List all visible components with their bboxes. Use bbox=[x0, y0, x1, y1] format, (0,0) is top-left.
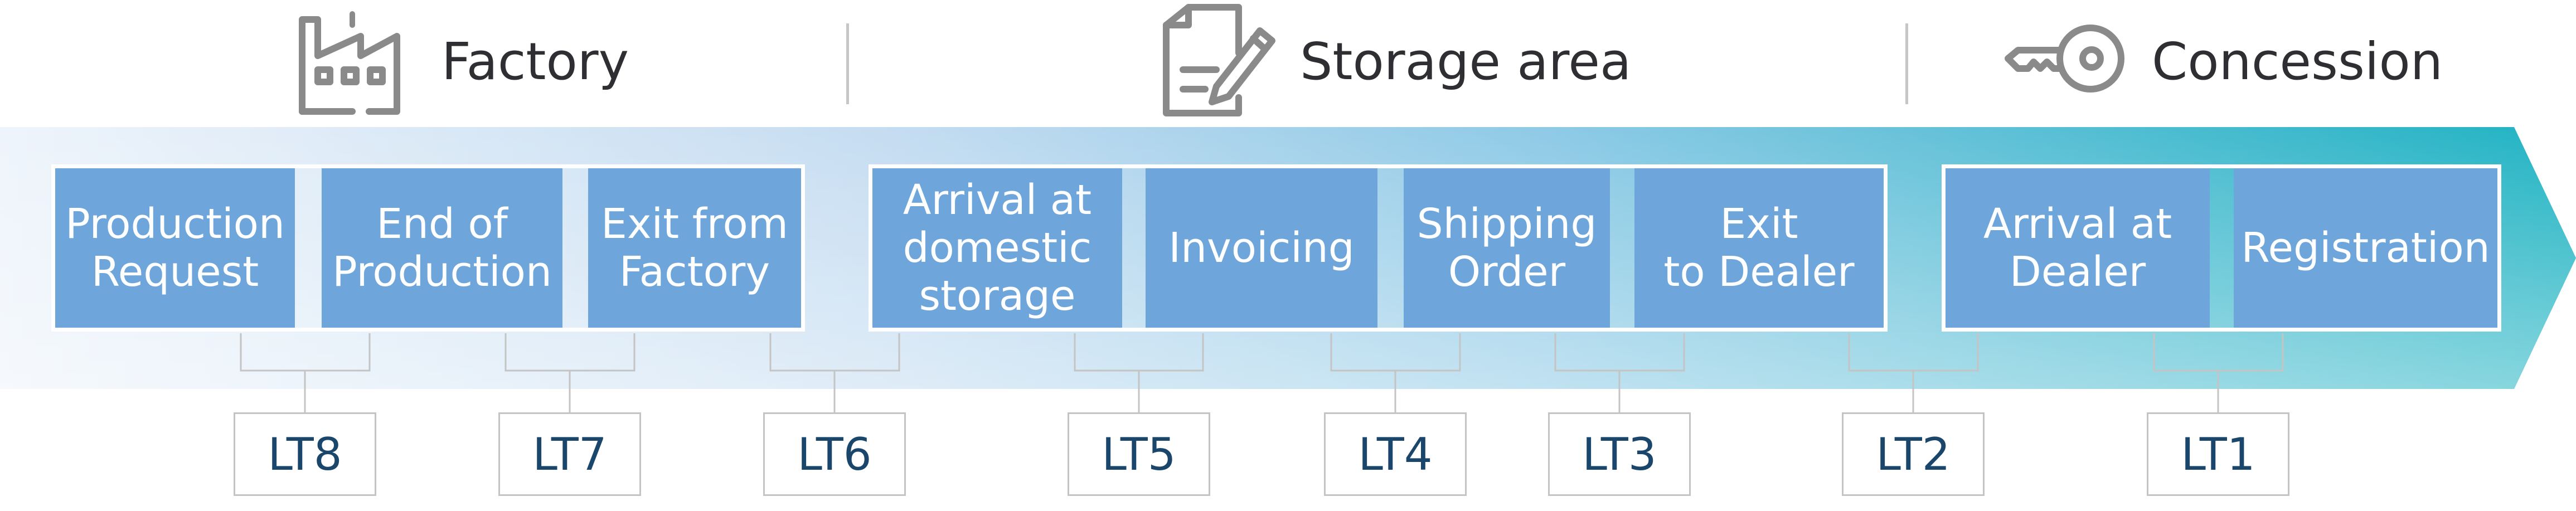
lead-time-label: LT7 bbox=[532, 428, 607, 480]
lead-time-label: LT1 bbox=[2181, 428, 2255, 480]
lead-time-label: LT3 bbox=[1582, 428, 1657, 480]
factory-icon bbox=[299, 11, 400, 115]
lead-time-box-lt2: LT2 bbox=[1842, 412, 1985, 496]
step-production-request: Production Request bbox=[55, 168, 295, 328]
clipboard-pen-icon bbox=[1163, 4, 1275, 116]
car-key-icon bbox=[2005, 25, 2124, 93]
step-label: Production Request bbox=[65, 200, 285, 296]
header-factory: Factory bbox=[291, 0, 629, 123]
step-label: Exit to Dealer bbox=[1663, 200, 1855, 296]
lead-time-box-lt5: LT5 bbox=[1068, 412, 1210, 496]
lead-time-box-lt8: LT8 bbox=[234, 412, 376, 496]
lead-time-box-lt7: LT7 bbox=[498, 412, 641, 496]
header-storage-area: Storage area bbox=[1149, 0, 1631, 123]
header-divider bbox=[846, 23, 849, 104]
header-divider bbox=[1905, 23, 1908, 104]
step-shipping-order: Shipping Order bbox=[1404, 168, 1610, 328]
header-label: Storage area bbox=[1300, 31, 1632, 91]
header-concession: Concession bbox=[2001, 0, 2443, 123]
lead-time-label: LT2 bbox=[1876, 428, 1951, 480]
lead-time-box-lt6: LT6 bbox=[763, 412, 906, 496]
group-factory bbox=[51, 164, 805, 332]
step-arrival-at-domestic-storage: Arrival at domestic storage bbox=[872, 168, 1122, 328]
step-end-of-production: End of Production bbox=[322, 168, 562, 328]
lead-time-label: LT6 bbox=[797, 428, 872, 480]
step-exit-to-dealer: Exit to Dealer bbox=[1634, 168, 1884, 328]
step-label: Invoicing bbox=[1168, 224, 1355, 272]
header-label: Factory bbox=[442, 31, 629, 91]
step-invoicing: Invoicing bbox=[1146, 168, 1377, 328]
lead-time-box-lt1: LT1 bbox=[2147, 412, 2289, 496]
step-label: Registration bbox=[2241, 224, 2490, 272]
group-concession bbox=[1942, 164, 2501, 332]
lead-time-label: LT8 bbox=[268, 428, 342, 480]
step-label: Exit from Factory bbox=[601, 200, 788, 296]
step-label: End of Production bbox=[332, 200, 552, 296]
lead-time-label: LT4 bbox=[1358, 428, 1433, 480]
step-label: Shipping Order bbox=[1416, 200, 1597, 296]
header-label: Concession bbox=[2152, 31, 2443, 91]
lead-time-box-lt3: LT3 bbox=[1548, 412, 1691, 496]
lead-time-box-lt4: LT4 bbox=[1324, 412, 1467, 496]
lead-time-label: LT5 bbox=[1102, 428, 1176, 480]
step-label: Arrival at domestic storage bbox=[903, 176, 1092, 320]
step-label: Arrival at Dealer bbox=[1983, 200, 2172, 296]
step-exit-from-factory: Exit from Factory bbox=[588, 168, 801, 328]
step-arrival-at-dealer: Arrival at Dealer bbox=[1946, 168, 2210, 328]
step-registration: Registration bbox=[2234, 168, 2497, 328]
group-storage-area bbox=[869, 164, 1888, 332]
